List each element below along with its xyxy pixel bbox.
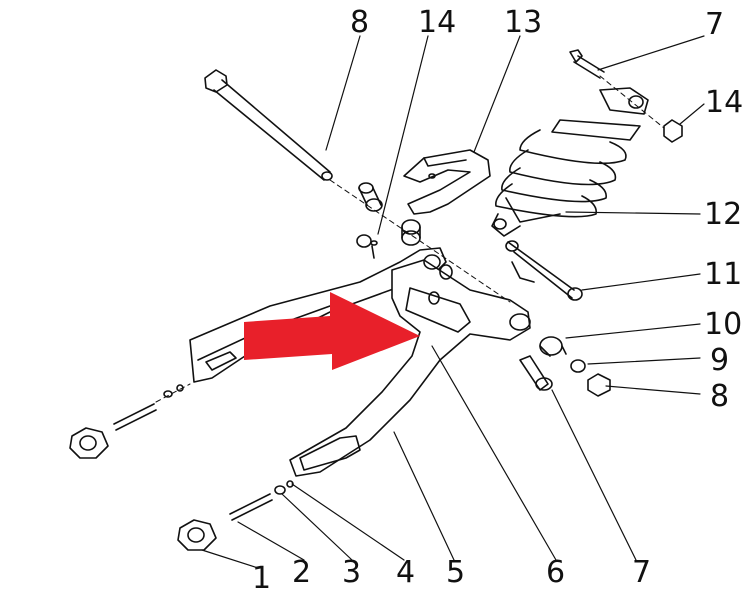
swingarm-body — [189, 247, 531, 477]
callout-10: 10 — [704, 307, 742, 342]
callout-12: 12 — [704, 197, 742, 232]
callout-14-top: 14 — [418, 5, 456, 40]
shock-absorber — [491, 49, 683, 237]
callout-6: 6 — [546, 555, 565, 590]
callout-3: 3 — [342, 555, 361, 590]
assembly-centerlines — [155, 75, 665, 403]
callout-1: 1 — [252, 561, 271, 596]
red-pointer-arrow — [244, 292, 420, 370]
callout-7-bottom: 7 — [632, 555, 651, 590]
callout-8-top: 8 — [350, 5, 369, 40]
callout-14-right: 14 — [705, 85, 743, 120]
left-hardware — [69, 384, 294, 551]
pivot-bushing — [356, 182, 421, 259]
callout-5: 5 — [446, 555, 465, 590]
shock-link-rod — [505, 240, 583, 301]
axle-bolt-long — [204, 69, 333, 181]
callout-11: 11 — [704, 257, 742, 292]
callout-8-right: 8 — [710, 379, 729, 414]
leader-lines — [201, 35, 705, 569]
chain-guard — [403, 149, 491, 215]
right-hardware — [519, 336, 611, 397]
callout-9: 9 — [710, 343, 729, 378]
callout-4: 4 — [396, 555, 415, 590]
callout-7-top: 7 — [705, 7, 724, 42]
callout-numbers: 8 14 13 7 14 12 11 10 9 8 7 6 5 4 3 2 1 — [252, 5, 743, 596]
callout-2: 2 — [292, 555, 311, 590]
callout-13: 13 — [504, 5, 542, 40]
